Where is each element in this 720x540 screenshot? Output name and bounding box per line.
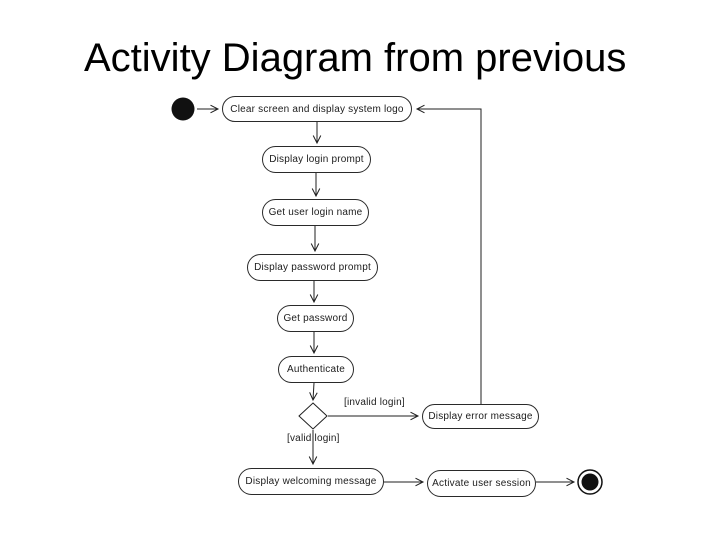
page-title: Activity Diagram from previous <box>84 36 627 80</box>
guard-valid-login: [valid login] <box>287 433 340 444</box>
node-display-error-message: Display error message <box>422 404 539 429</box>
edge-authenticate-to-decision <box>309 382 318 402</box>
guard-invalid-login: [invalid login] <box>344 397 405 408</box>
edge-error-loop-to-clear-screen <box>415 104 482 404</box>
node-get-password: Get password <box>277 305 354 332</box>
node-activate-user-session: Activate user session <box>427 470 536 497</box>
final-node-inner-dot <box>581 473 599 491</box>
node-display-login-prompt: Display login prompt <box>262 146 371 173</box>
node-display-welcoming-message: Display welcoming message <box>238 468 384 495</box>
node-authenticate: Authenticate <box>278 356 354 383</box>
node-clear-screen: Clear screen and display system logo <box>222 96 412 122</box>
initial-node <box>171 97 195 121</box>
decision-diamond <box>298 402 328 430</box>
node-get-user-login-name: Get user login name <box>262 199 369 226</box>
node-display-password-prompt: Display password prompt <box>247 254 378 281</box>
